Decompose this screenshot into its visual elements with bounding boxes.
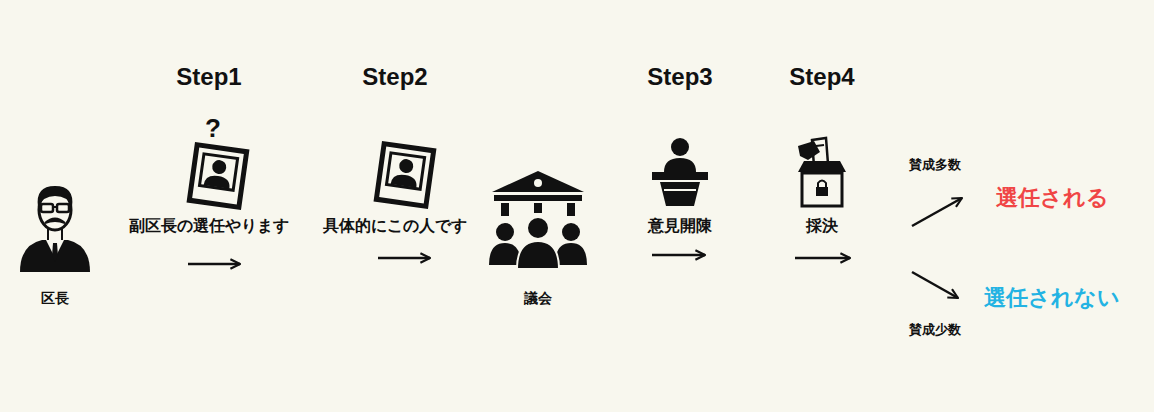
role-node: 区長	[39, 178, 71, 310]
building-column	[501, 203, 509, 216]
member-head	[562, 223, 580, 241]
step-heading: Step3	[647, 62, 712, 92]
photo-head	[398, 158, 414, 174]
ballot-box-icon	[798, 138, 846, 206]
photo-shoulders	[391, 173, 418, 188]
photo-icon	[376, 144, 433, 206]
photo-head	[211, 159, 227, 175]
photo-frame	[189, 145, 246, 207]
step-heading: Step4	[789, 62, 854, 92]
mayor-tie	[52, 243, 58, 262]
step-node: Step2 具体的にこの人です	[321, 60, 469, 238]
member-head	[527, 217, 549, 239]
step-heading: Step2	[323, 62, 467, 92]
node-caption: 意見開陳	[647, 216, 712, 236]
result-node: 選任される	[962, 182, 1111, 214]
node-caption: 選任されない	[984, 284, 1120, 312]
node-caption: 副区長の選任やります	[129, 216, 289, 236]
photo-inner	[386, 153, 424, 189]
podium-stand	[660, 182, 700, 206]
speaker-body	[664, 158, 696, 172]
speaker-head	[671, 138, 689, 156]
step-arrow	[188, 263, 240, 266]
podium-icon	[652, 138, 708, 206]
assembly-icon	[489, 171, 587, 269]
step-heading: Step1	[129, 62, 289, 92]
photo-inner	[199, 154, 237, 190]
building-emblem	[534, 179, 542, 187]
building-roof	[492, 171, 584, 192]
building-column	[567, 203, 575, 216]
ballot-paper-line	[816, 145, 824, 146]
box-lid	[798, 161, 846, 172]
mayor-glasses	[57, 204, 69, 212]
box-lock	[816, 187, 828, 196]
question-mark: ?	[205, 114, 221, 143]
photo-icon	[189, 145, 246, 207]
mayor-glasses	[41, 204, 53, 212]
edge-label: 賛成多数	[907, 157, 963, 173]
step-node: Step3 意見開陳	[645, 60, 714, 238]
member-body	[517, 241, 559, 269]
node-caption: 選任される	[996, 184, 1109, 212]
podium-stripe	[664, 189, 696, 191]
photo-frame	[376, 144, 433, 206]
role-node: 議会	[522, 178, 554, 310]
flow-arrow	[912, 198, 962, 226]
podium-top	[652, 172, 708, 180]
mayor-mustache	[45, 219, 65, 224]
edge-label: 賛成少数	[907, 322, 963, 338]
building-beam	[494, 195, 582, 201]
mayor-glasses-bridge	[53, 206, 57, 208]
box-body	[802, 173, 842, 206]
flow-arrow	[912, 272, 958, 298]
node-caption: 議会	[524, 288, 552, 308]
step-arrow	[652, 254, 705, 257]
member-body	[489, 243, 521, 265]
step-node: Step1 副区長の選任やります	[127, 60, 291, 238]
step-node: Step4 採決	[787, 60, 912, 285]
member-head	[496, 223, 514, 241]
building-column	[534, 203, 542, 213]
box-lock-shackle	[818, 181, 826, 188]
node-caption: 具体的にこの人です	[323, 216, 467, 236]
mayor-body	[20, 240, 90, 272]
photo-shoulders	[204, 174, 231, 189]
step-arrow	[378, 257, 430, 260]
node-caption: 区長	[41, 288, 69, 308]
step-arrow	[795, 257, 850, 260]
mayor-icon	[20, 186, 90, 272]
voter-hand	[798, 141, 820, 160]
member-body	[555, 243, 587, 265]
result-node: 選任されない	[958, 282, 1122, 314]
node-caption: 採決	[789, 216, 854, 236]
